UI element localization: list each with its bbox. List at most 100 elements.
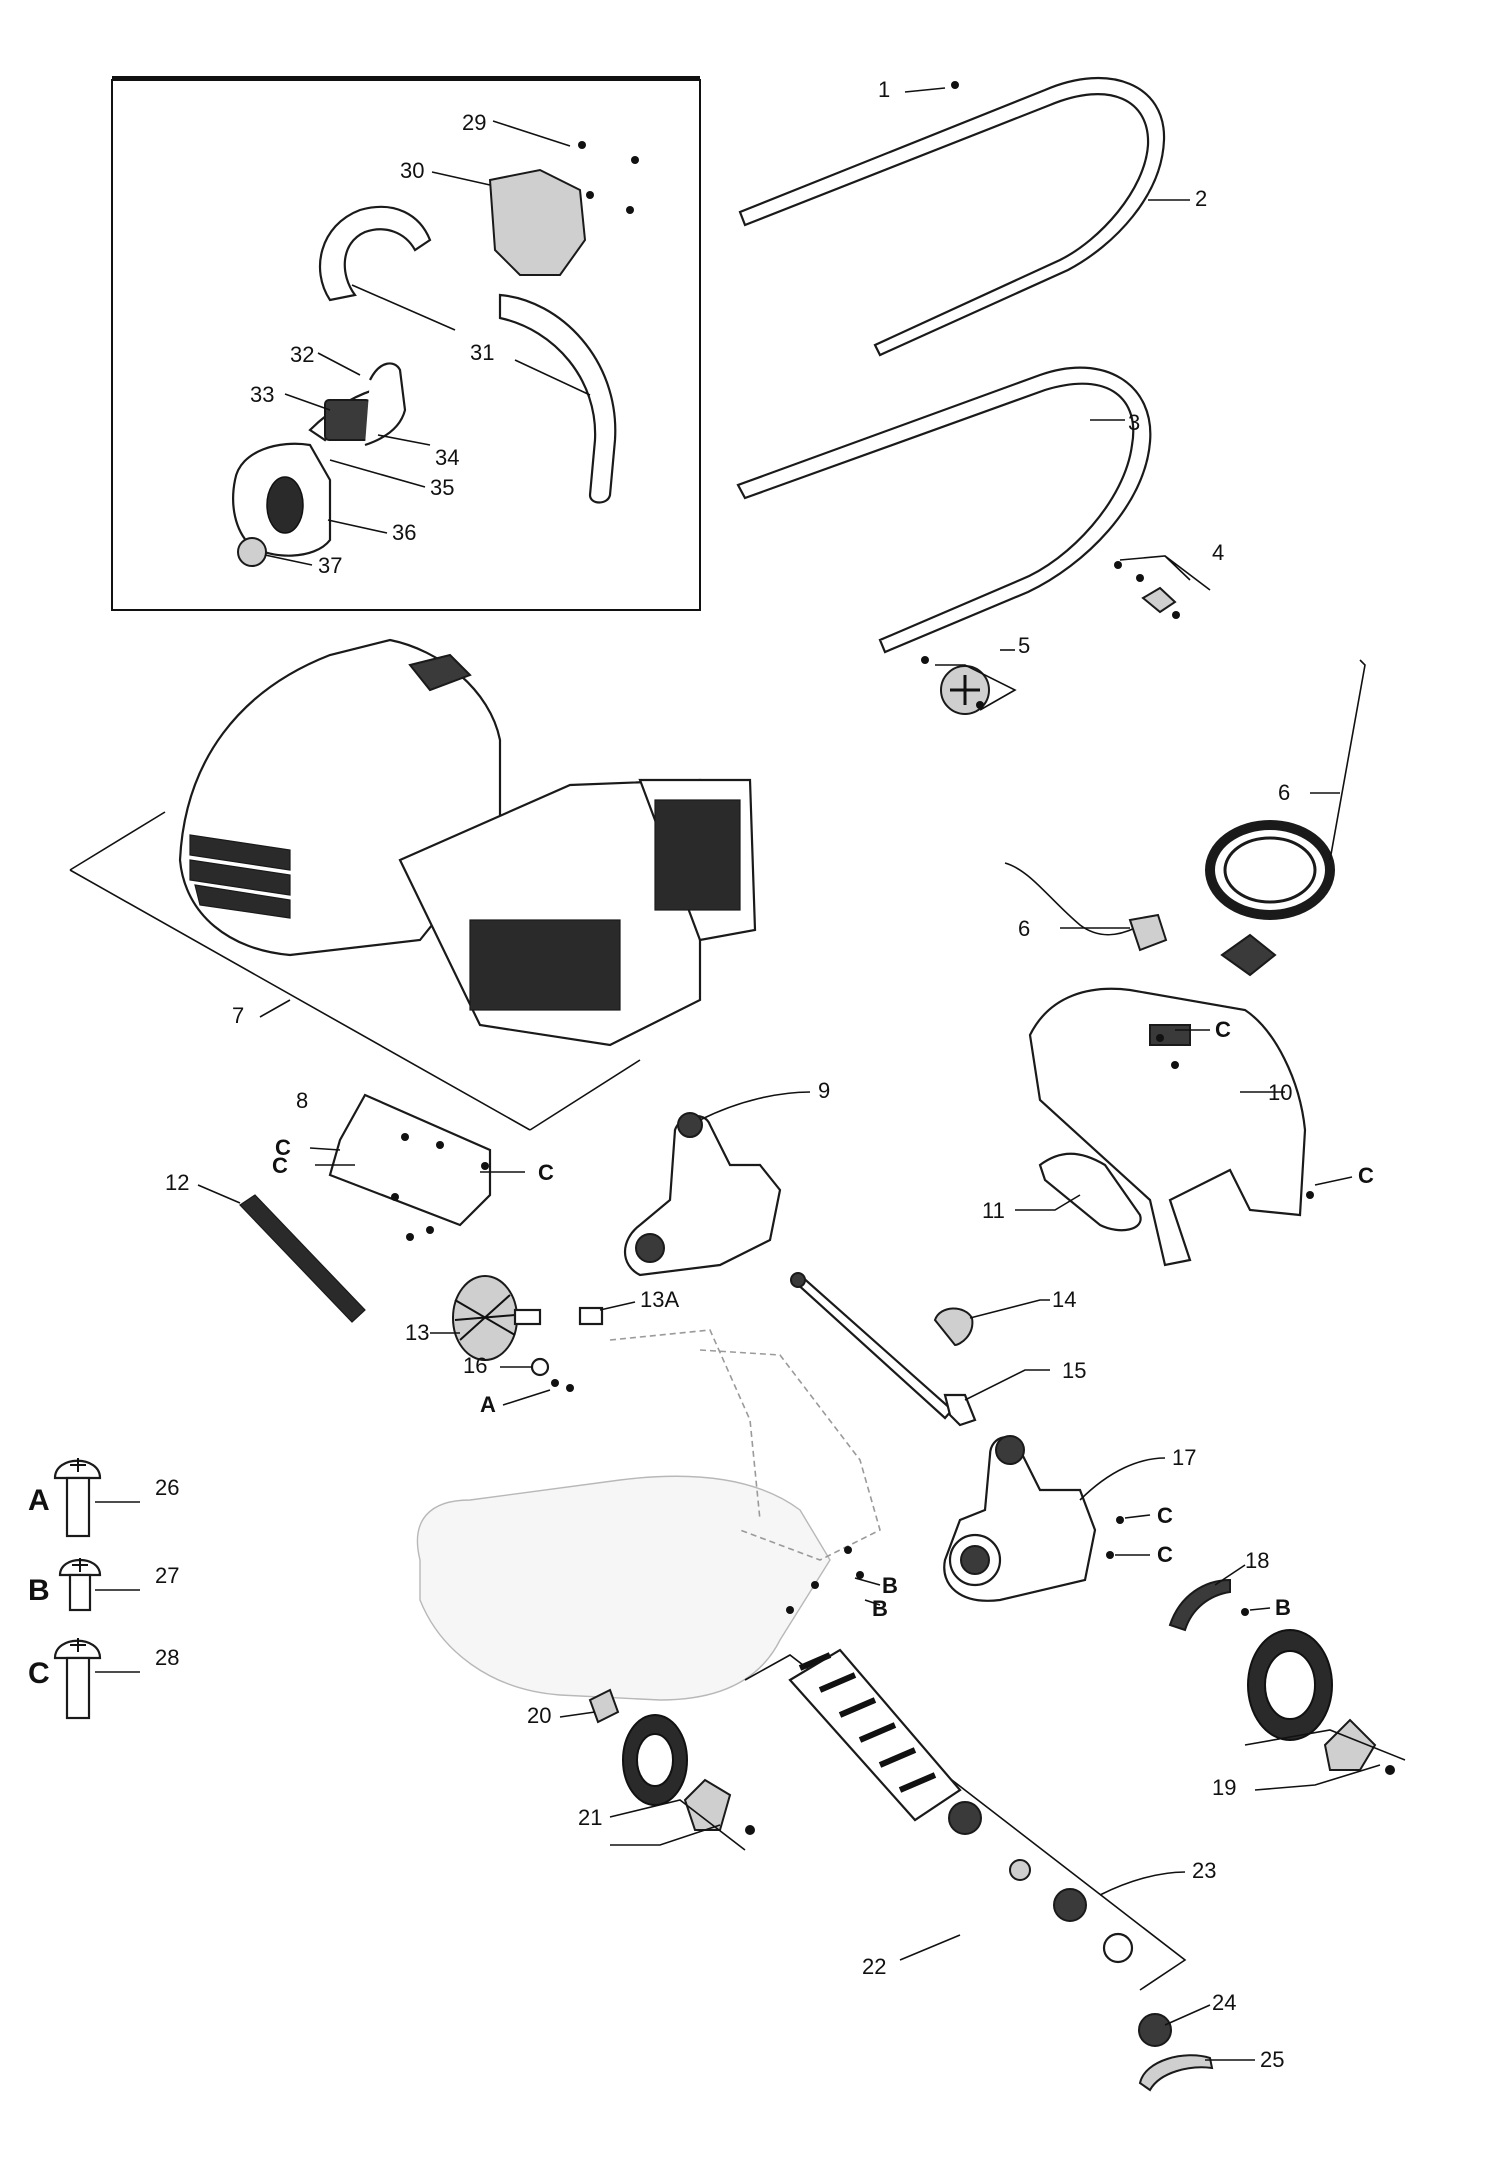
screw-icon — [551, 1379, 559, 1387]
grass-box-assembly — [69, 638, 757, 1131]
screw-icon — [951, 81, 959, 89]
ref-c-6: C — [1157, 1503, 1173, 1528]
callout-12: 12 — [165, 1170, 189, 1195]
callout-30: 30 — [400, 158, 424, 183]
callout-1: 1 — [878, 77, 890, 102]
screw-icon — [406, 1233, 414, 1241]
adjust-lever — [943, 1393, 977, 1427]
callout-13: 13 — [405, 1320, 429, 1345]
screw-icon — [391, 1193, 399, 1201]
callout-9: 9 — [818, 1078, 830, 1103]
callout-7: 7 — [232, 1003, 244, 1028]
ref-c-2: C — [272, 1153, 288, 1178]
screw-icon — [745, 1825, 755, 1835]
left-housing-side — [624, 1112, 782, 1277]
screw-icon — [1156, 1034, 1164, 1042]
screw-icon — [1114, 561, 1122, 569]
callout-19: 19 — [1212, 1775, 1236, 1800]
screw-icon — [1172, 611, 1180, 619]
grass-box-rear-grid — [654, 799, 741, 911]
callout-36: 36 — [392, 520, 416, 545]
switch-cap — [237, 537, 267, 567]
callout-20: 20 — [527, 1703, 551, 1728]
screw-icon — [566, 1384, 574, 1392]
mains-cable-reel — [1205, 659, 1366, 977]
front-left-wheel — [622, 1714, 755, 1835]
screw-legend: A B C 26 27 28 — [28, 1458, 179, 1720]
screw-icon — [586, 191, 594, 199]
drive-segment — [1168, 1578, 1231, 1632]
handle-grip-left — [318, 205, 432, 302]
screw-icon — [631, 156, 639, 164]
wheel-clip — [588, 1688, 620, 1724]
callout-17: 17 — [1172, 1445, 1196, 1470]
screw-icon — [1106, 1551, 1114, 1559]
callout-29: 29 — [462, 110, 486, 135]
callout-24: 24 — [1212, 1990, 1236, 2015]
motor-filter — [239, 1194, 366, 1323]
callout-4: 4 — [1212, 540, 1224, 565]
motor-armature — [452, 1275, 542, 1361]
switch-cable — [364, 362, 407, 447]
callout-26: 26 — [155, 1475, 179, 1500]
callout-23: 23 — [1192, 1858, 1216, 1883]
screw-icon — [1116, 1516, 1124, 1524]
callout-37: 37 — [318, 553, 342, 578]
screw-icon — [976, 701, 984, 709]
motor-cover — [328, 1093, 492, 1241]
ref-c-1: C — [275, 1135, 291, 1160]
screw-icon — [921, 656, 929, 664]
lower-handle — [736, 366, 1152, 654]
screw-a — [53, 1458, 102, 1538]
callout-32: 32 — [290, 342, 314, 367]
drive-pulley — [1138, 2013, 1172, 2047]
screw-icon — [626, 206, 634, 214]
screw-icon — [1241, 1608, 1249, 1616]
switch-box-window — [266, 476, 304, 534]
right-housing-side — [943, 1435, 1097, 1602]
callout-22: 22 — [862, 1954, 886, 1979]
callout-11: 11 — [982, 1198, 1005, 1223]
ref-b-1: B — [882, 1573, 898, 1598]
rear-top-cover — [1028, 987, 1307, 1267]
callout-8: 8 — [296, 1088, 308, 1113]
switch-housing — [488, 168, 587, 276]
screw-icon — [811, 1581, 819, 1589]
ref-a-1: A — [480, 1392, 496, 1417]
screw-icon — [1306, 1191, 1314, 1199]
scarifier-roller — [788, 1648, 962, 1822]
cable-with-plug — [1004, 862, 1168, 952]
callout-16: 16 — [463, 1353, 487, 1378]
motor-washer — [530, 1357, 550, 1377]
ref-c-4: C — [1215, 1017, 1231, 1042]
callout-35: 35 — [430, 475, 454, 500]
screw-icon — [786, 1606, 794, 1614]
screw-icon — [844, 1546, 852, 1554]
callout-18: 18 — [1245, 1548, 1269, 1573]
callout-28: 28 — [155, 1645, 179, 1670]
callout-15: 15 — [1062, 1358, 1086, 1383]
callout-3: 3 — [1128, 410, 1140, 435]
screw-icon — [1171, 1061, 1179, 1069]
upper-handle — [738, 76, 1166, 357]
callout-13a: 13A — [640, 1287, 679, 1312]
ref-c-7: C — [1157, 1542, 1173, 1567]
ref-b-3: B — [1275, 1595, 1291, 1620]
screw-icon — [578, 141, 586, 149]
ref-a-legend: A — [28, 1484, 50, 1517]
rear-right-wheel — [1247, 1629, 1395, 1775]
screw-icon — [436, 1141, 444, 1149]
deck-outline — [416, 1329, 881, 1701]
callout-2: 2 — [1195, 186, 1207, 211]
grass-box-floor-grid — [469, 919, 621, 1011]
motor-bearing — [578, 1306, 604, 1326]
callout-6-plug: 6 — [1018, 916, 1030, 941]
micro-switch — [324, 399, 371, 441]
handle-switch-inset: 29 30 31 32 33 34 35 36 37 — [111, 76, 701, 611]
handle-knob — [921, 656, 990, 715]
ref-b-2: B — [872, 1596, 888, 1621]
screw-icon — [856, 1571, 864, 1579]
screw-icon — [1385, 1765, 1395, 1775]
screw-icon — [401, 1133, 409, 1141]
